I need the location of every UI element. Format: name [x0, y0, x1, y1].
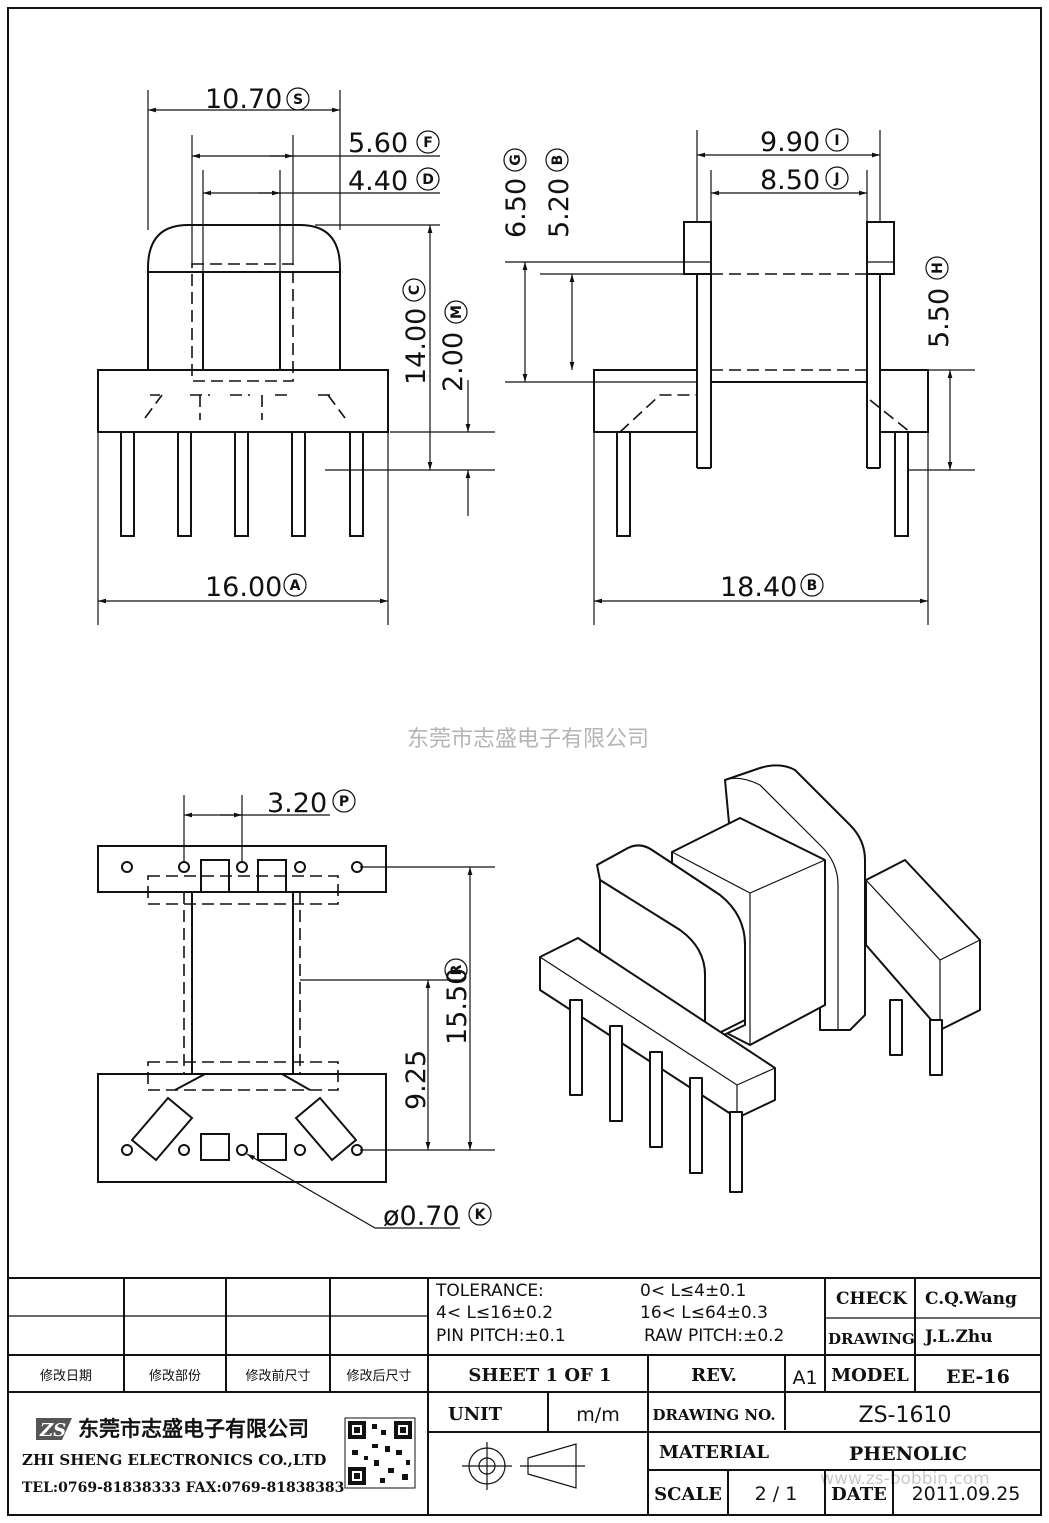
dim-I-label: I — [834, 133, 839, 149]
dim-M-value: 2.00 — [438, 332, 469, 392]
date-value: 2011.09.25 — [912, 1483, 1021, 1505]
dim-G-value: 6.50 — [501, 178, 532, 238]
material-value: PHENOLIC — [849, 1443, 967, 1465]
dim-K-label: K — [475, 1207, 487, 1223]
rev-after-header: 修改后尺寸 — [346, 1369, 411, 1384]
raw-pitch: RAW PITCH:±0.2 — [644, 1326, 784, 1346]
pin — [894, 431, 909, 537]
unit-value: m/m — [576, 1404, 619, 1426]
pin — [349, 431, 364, 537]
dim-P-value: 3.20 — [267, 788, 327, 819]
isometric-view — [539, 764, 981, 1193]
material-label: MATERIAL — [659, 1442, 769, 1463]
dim-B-top-value: 5.20 — [544, 178, 575, 238]
company-contact: TEL:0769-81838333 FAX:0769-81838383 — [22, 1480, 344, 1496]
rev-part-header: 修改部份 — [149, 1369, 201, 1384]
drawing-label: DRAWING — [828, 1330, 915, 1348]
side-view: 9.90 I 8.50 J 6.50 G 5.20 B 5.50 H — [501, 127, 975, 625]
dim-K-value: ø0.70 — [383, 1201, 460, 1232]
unit-label: UNIT — [448, 1404, 503, 1425]
dim-C-value: 14.00 — [401, 308, 432, 385]
dim-P-label: P — [339, 794, 349, 810]
pin — [120, 431, 135, 537]
tolerance-2: 4< L≤16±0.2 — [436, 1303, 553, 1323]
company-logo: ZS — [36, 1418, 72, 1441]
pin — [616, 431, 631, 537]
rev-label: REV. — [691, 1365, 737, 1386]
front-flange — [147, 224, 341, 370]
front-view: 10.70 S 5.60 F 4.40 D 14.00 C 2.00 M — [97, 84, 495, 625]
dim-B-value: 18.40 — [720, 572, 797, 603]
dim-G-label: G — [508, 154, 524, 166]
pin — [177, 431, 192, 537]
scale-label: SCALE — [654, 1484, 722, 1505]
company-watermark: 东莞市志盛电子有限公司 — [407, 727, 649, 752]
drawing-value: J.L.Zhu — [923, 1327, 993, 1347]
dim-H-value: 5.50 — [924, 288, 955, 348]
dim-F-label: F — [423, 135, 433, 151]
dim-J-label: J — [833, 171, 839, 187]
check-label: CHECK — [836, 1289, 908, 1309]
dim-M-label: M — [449, 305, 465, 319]
dim-H-label: H — [930, 262, 946, 274]
drawing-no-value: ZS-1610 — [859, 1403, 952, 1428]
check-value: C.Q.Wang — [925, 1289, 1017, 1309]
dim-B-top-label: B — [550, 155, 566, 166]
company-name-en: ZHI SHENG ELECTRONICS CO.,LTD — [22, 1451, 326, 1469]
dim-A-label: A — [290, 578, 301, 594]
dim-F-value: 5.60 — [348, 128, 408, 159]
front-base — [97, 369, 389, 433]
scale-value: 2 / 1 — [755, 1483, 798, 1505]
tolerance-label: TOLERANCE: — [435, 1281, 544, 1301]
dim-R-label: R — [449, 964, 465, 975]
tolerance-1: 0< L≤4±0.1 — [640, 1281, 746, 1301]
pin — [234, 431, 249, 537]
dim-J-value: 8.50 — [760, 165, 820, 196]
company-name-cn: 东莞市志盛电子有限公司 — [78, 1417, 309, 1441]
bottom-view: 3.20 P 15.50 R 9.25 ø0.70 K — [97, 788, 495, 1232]
dim-R-value: 15.50 — [442, 968, 473, 1045]
pin-pitch: PIN PITCH:±0.1 — [436, 1326, 566, 1346]
dim-C-label: C — [407, 285, 423, 295]
dim-pin-length-value: 9.25 — [401, 1050, 432, 1110]
dim-D-label: D — [422, 172, 434, 188]
projection-symbol — [462, 1442, 585, 1490]
rev-value: A1 — [792, 1367, 817, 1389]
dim-I-value: 9.90 — [760, 127, 820, 158]
dim-S-label: S — [293, 92, 303, 108]
qr-code — [344, 1417, 416, 1489]
center-leg — [202, 271, 281, 371]
drawing-no-label: DRAWING NO. — [652, 1406, 775, 1424]
sheet-border — [7, 7, 1042, 1516]
model-value: EE-16 — [946, 1366, 1010, 1388]
rev-before-header: 修改前尺寸 — [245, 1368, 310, 1384]
logo-text: ZS — [39, 1420, 66, 1441]
sheet-count: SHEET 1 OF 1 — [468, 1365, 611, 1386]
dim-D-value: 4.40 — [348, 166, 408, 197]
date-label: DATE — [831, 1484, 887, 1505]
rev-date-header: 修改日期 — [40, 1369, 92, 1384]
title-block: 修改日期 修改部份 修改前尺寸 修改后尺寸 TOLERANCE: 0< L≤4±… — [8, 1277, 1041, 1515]
dim-S-value: 10.70 — [205, 84, 282, 115]
model-label: MODEL — [831, 1365, 909, 1386]
dim-A-value: 16.00 — [205, 572, 282, 603]
dim-B-label: B — [807, 578, 818, 594]
tolerance-3: 16< L≤64±0.3 — [640, 1303, 768, 1323]
url-watermark: www.zs-bobbin.com — [820, 1469, 989, 1489]
pin — [291, 431, 306, 537]
